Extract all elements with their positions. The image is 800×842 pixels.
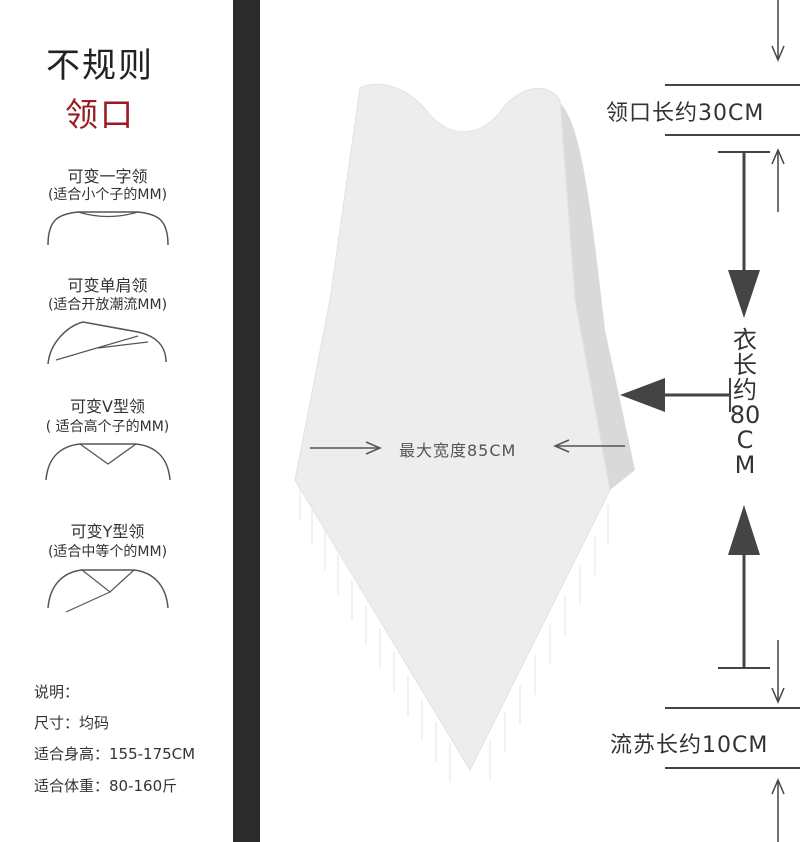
- style-title: 可变Y型领: [70, 522, 145, 541]
- neck-length-label: 领口长约30CM: [606, 101, 765, 126]
- style-subtitle: (适合小个子的MM): [47, 187, 168, 203]
- style-title: 可变单肩领: [67, 276, 148, 295]
- style-subtitle: (适合中等个的MM): [47, 544, 168, 560]
- left-panel: 不规则 领口 可变一字领 (适合小个子的MM) 可变单肩领 (适合开放潮流MM)…: [0, 0, 233, 842]
- max-width-label: 最大宽度85CM: [399, 441, 517, 460]
- v-neck-icon: [45, 443, 171, 481]
- garment-length-label: 衣长约80CM: [729, 326, 761, 479]
- style-title: 可变一字领: [67, 167, 148, 186]
- fringe-length-label: 流苏长约10CM: [610, 733, 769, 758]
- notes-label: 说明：: [34, 683, 80, 701]
- notes-height: 适合身高：155-175CM: [34, 745, 196, 763]
- one-shoulder-neck-icon: [47, 321, 167, 365]
- heading-title: 不规则: [46, 46, 154, 86]
- notes-size: 尺寸：均码: [34, 714, 110, 732]
- style-title: 可变V型领: [70, 397, 145, 416]
- y-neck-icon: [47, 569, 169, 613]
- divider-bar: [233, 0, 260, 842]
- boat-neck-icon: [47, 211, 169, 246]
- heading-accent-title: 领口: [65, 95, 135, 134]
- style-subtitle: (适合开放潮流MM): [47, 297, 168, 313]
- notes-weight: 适合体重：80-160斤: [34, 777, 178, 795]
- style-subtitle: ( 适合高个子的MM): [45, 419, 170, 435]
